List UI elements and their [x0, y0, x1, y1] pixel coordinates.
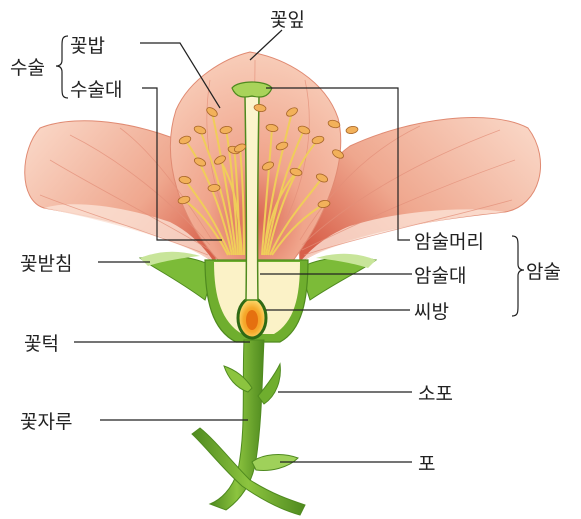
pedicel-label: 꽃자루	[20, 411, 72, 433]
style-label: 암술대	[414, 265, 466, 287]
style	[245, 96, 259, 300]
bracteole-label: 소포	[418, 383, 453, 405]
pistil-label: 암술	[526, 261, 561, 283]
filament-label: 수술대	[70, 79, 122, 101]
pistil-brace	[512, 236, 524, 316]
stigma-label: 암술머리	[414, 231, 484, 253]
anther-label: 꽃밥	[70, 35, 105, 57]
sepal-label: 꽃받침	[20, 253, 72, 275]
stamen-label: 수술	[10, 57, 45, 79]
petal-label: 꽃잎	[270, 9, 305, 31]
receptacle-label: 꽃턱	[24, 333, 59, 355]
ovule	[246, 310, 258, 330]
ovary-label: 씨방	[414, 301, 449, 323]
stigma	[232, 82, 272, 97]
bract-label: 포	[418, 453, 435, 475]
stamen-brace	[56, 36, 68, 98]
